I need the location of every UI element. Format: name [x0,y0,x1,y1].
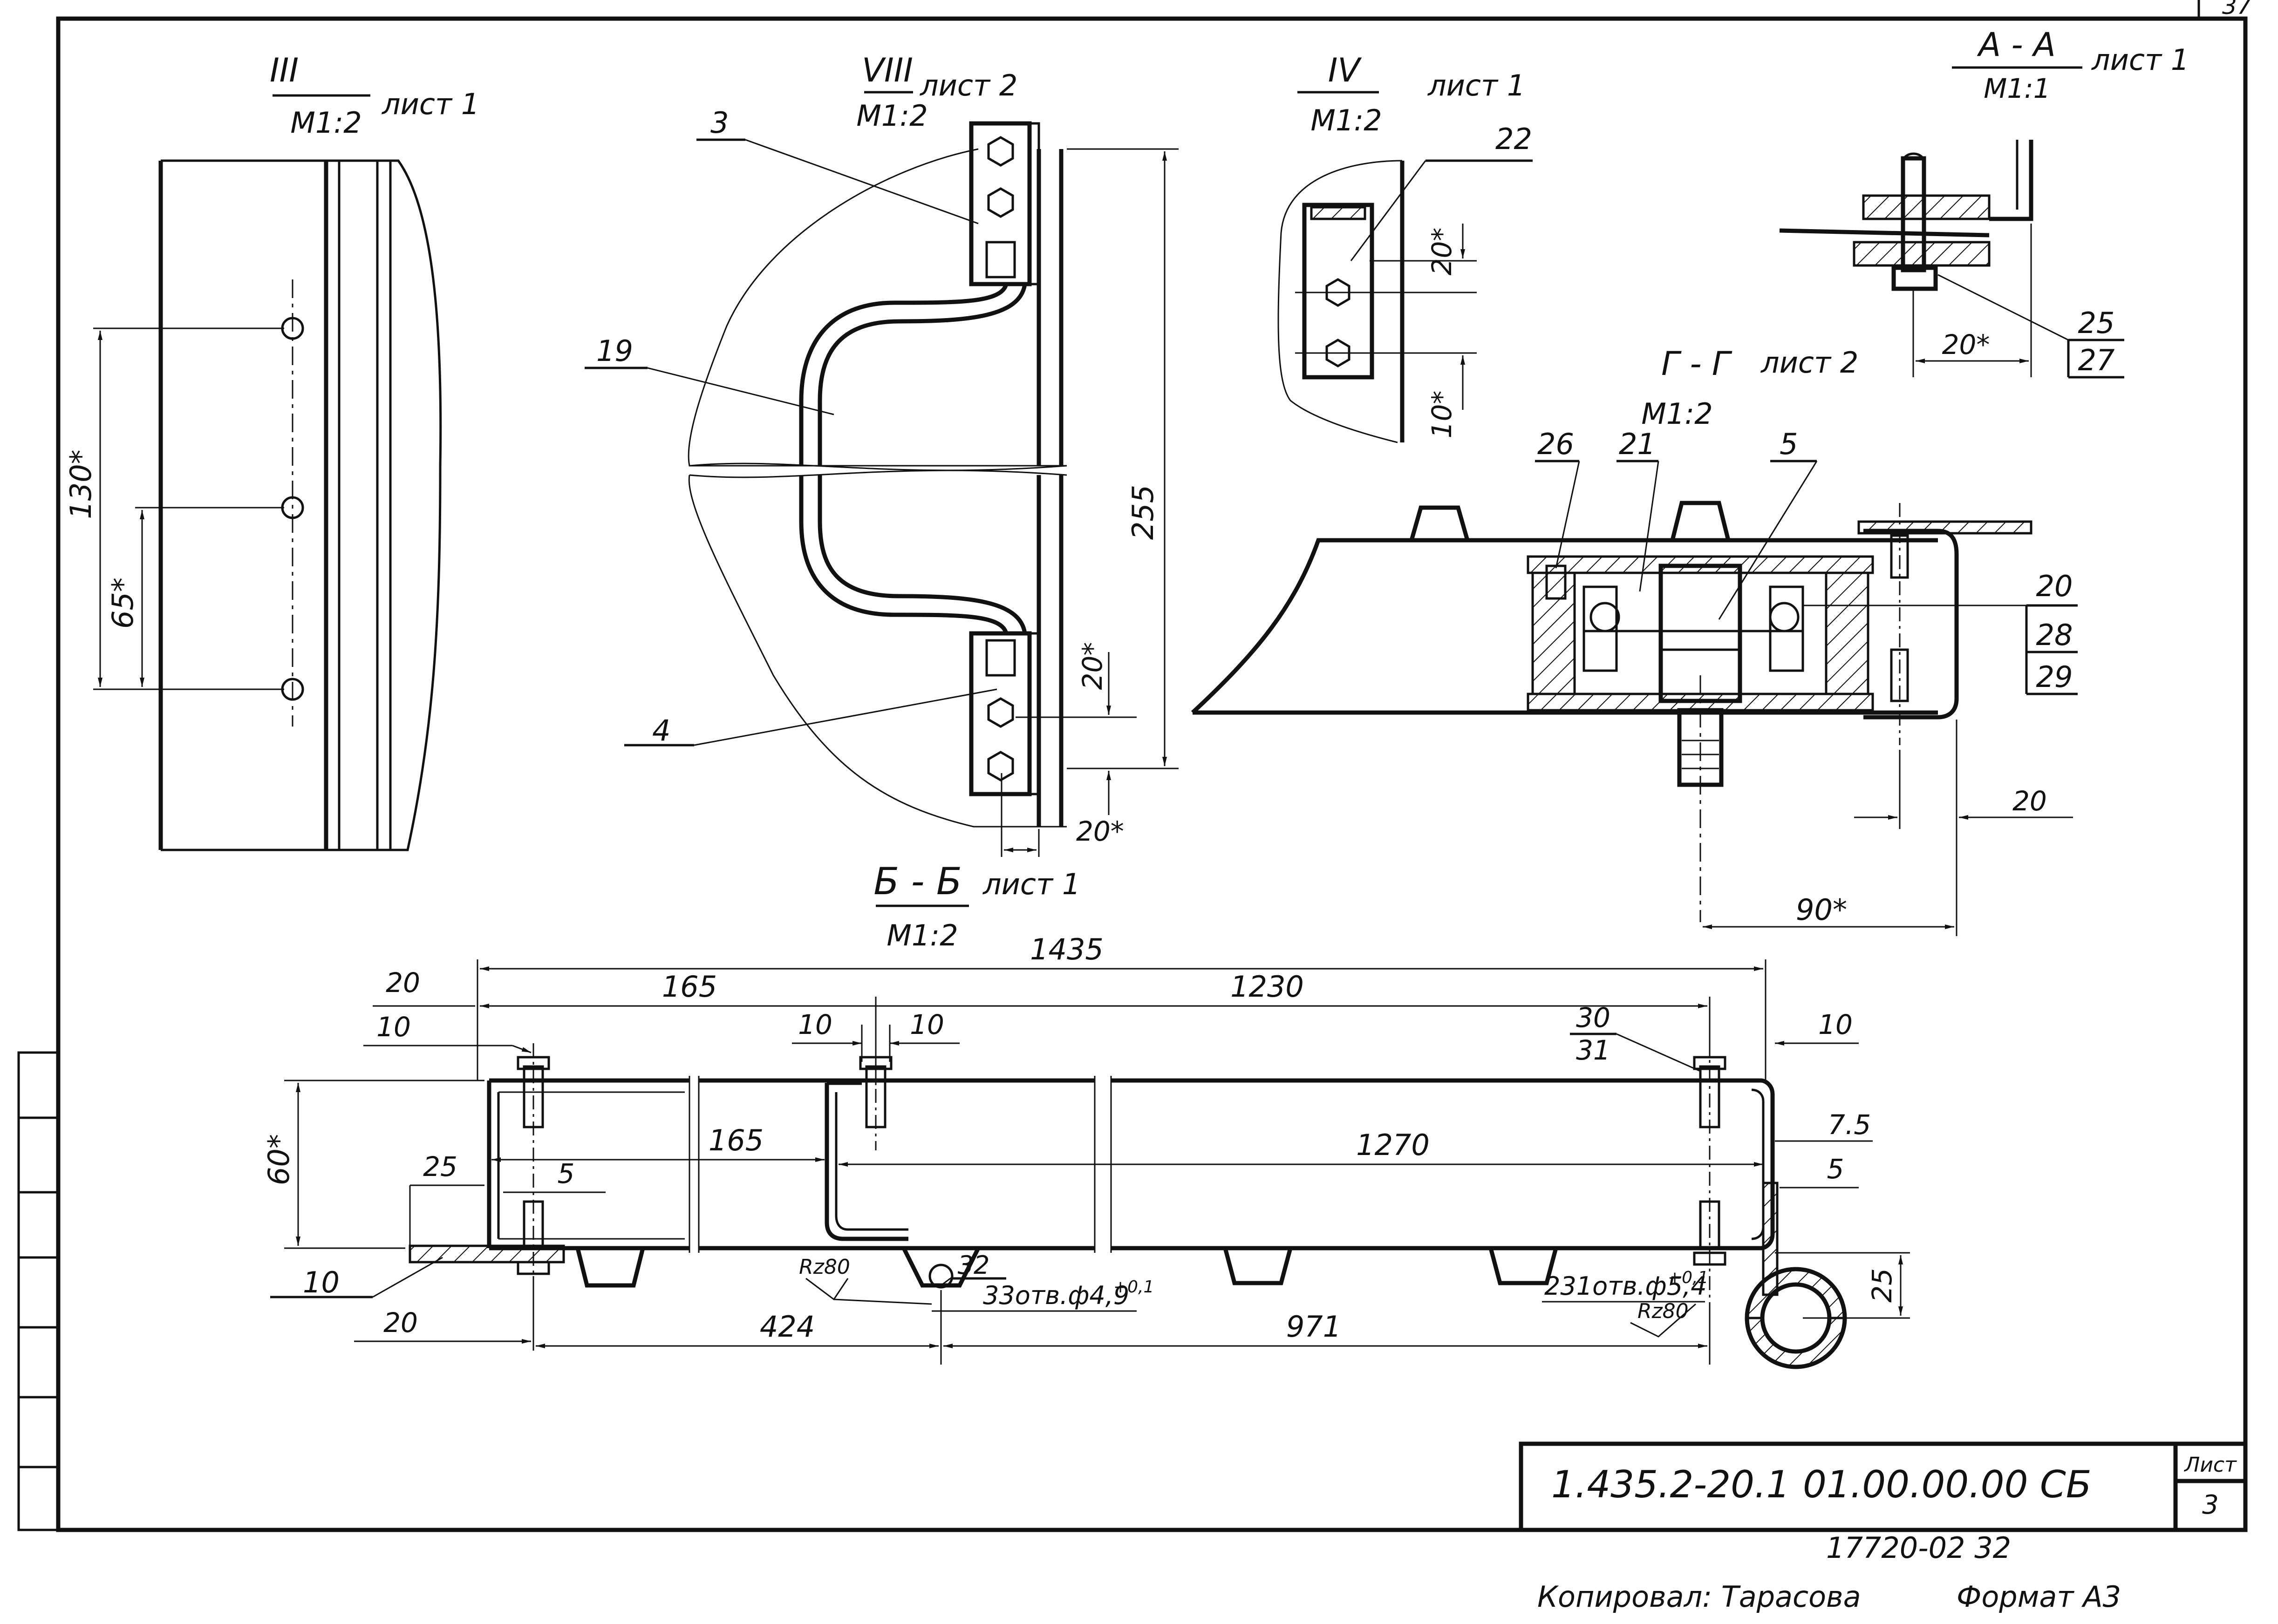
dim-III-65: 65* [106,578,140,629]
dim-VIII-20a: 20* [1077,642,1108,690]
view-IV-sheet: лист 1 [1427,68,1525,102]
view-IV-title: IV [1328,51,1362,89]
dim-7-5: 7.5 [1828,1109,1871,1141]
view-BB-sheet: лист 1 [982,867,1080,901]
dim-60: 60* [262,1134,296,1185]
title-sheet-label: Лист [2183,1453,2237,1477]
dim-5-left: 5 [558,1158,575,1189]
dim-165-top: 165 [662,970,717,1004]
callout-27: 27 [2078,343,2115,377]
title-sheet-number: 3 [2202,1490,2219,1520]
hole-note-right-tol: +0,1 [1668,1268,1708,1287]
dim-20-top: 20 [386,967,420,999]
dim-GG-20: 20 [2012,785,2047,817]
view-III: III M1:2 лист 1 130* 65* [64,51,479,851]
dim-IV-20: 20* [1426,228,1458,276]
callout-19: 19 [596,334,633,368]
main-section-view: 1435 165 1230 20 10 10 10 10 30 31 60* 2… [262,932,1910,1369]
view-III-scale: M1:2 [290,106,361,140]
section-GG: Г - Г лист 2 M1:2 26 [1191,345,2078,936]
callout-30: 30 [1576,1002,1610,1033]
callout-31: 31 [1576,1034,1610,1066]
view-VIII-scale: M1:2 [856,99,928,133]
callout-25: 25 [2078,306,2115,340]
callout-21: 21 [1619,427,1656,461]
dim-165-mid: 165 [709,1123,764,1157]
dim-10-right: 10 [1818,1009,1853,1040]
callout-3: 3 [710,106,729,140]
section-AA: А - А M1:1 лист 1 20* 25 27 [1779,26,2189,379]
dim-25-left: 25 [423,1151,457,1182]
sheet-frame: 37 [17,0,2252,1532]
view-BB-label: Б - Б лист 1 M1:2 [873,860,1080,952]
view-III-sheet: лист 1 [382,87,479,121]
callout-10: 10 [303,1265,340,1299]
dim-1435: 1435 [1030,932,1104,966]
view-IV: IV M1:2 лист 1 20* 10* 22 [1277,51,1533,443]
view-III-title: III [270,51,299,89]
view-BB-scale: M1:2 [887,918,958,952]
dim-20-bottom: 20 [383,1307,418,1339]
dim-VIII-20b: 20* [1076,815,1124,847]
dim-10-left: 10 [376,1011,411,1043]
dim-971: 971 [1286,1310,1341,1344]
title-code: 01.00.00.00 СБ [1803,1463,2092,1506]
section-AA-sheet: лист 1 [2091,43,2189,77]
dim-10-mid-b: 10 [910,1009,944,1040]
dim-424: 424 [760,1310,815,1344]
dim-1230: 1230 [1230,970,1304,1004]
dim-IV-10: 10* [1426,391,1458,439]
rz-right: Rz80 [1637,1299,1689,1323]
callout-28: 28 [2036,618,2073,652]
corner-mark: 37 [2222,0,2252,20]
section-GG-sheet: лист 2 [1760,346,1858,380]
title-designation: 1.435.2-20.1 [1551,1463,1790,1506]
rz-left: Rz80 [799,1255,850,1279]
callout-32: 32 [958,1250,990,1280]
section-GG-scale: M1:2 [1641,397,1712,431]
section-GG-title: Г - Г [1661,345,1732,383]
view-VIII-sheet: лист 2 [920,68,1017,102]
section-AA-title: А - А [1977,26,2056,64]
callout-22: 22 [1495,122,1532,156]
dim-1270: 1270 [1356,1128,1430,1162]
callout-4: 4 [652,713,670,747]
hole-note-left: 33отв.ф4,9 [983,1281,1129,1310]
callout-5: 5 [1780,427,1798,461]
title-block: 1.435.2-20.1 01.00.00.00 СБ Лист 3 17720… [1519,1441,2248,1614]
view-VIII-title: VIII [862,51,913,89]
hole-note-right: 231отв.ф5,4 [1544,1271,1707,1301]
hole-note-left-tol: +0,1 [1113,1277,1154,1297]
view-BB-title: Б - Б [873,860,962,903]
view-VIII: VIII M1:2 лист 2 3 [585,51,1179,857]
dim-III-130: 130* [64,449,98,519]
dim-25-right: 25 [1866,1268,1898,1303]
section-AA-scale: M1:1 [1984,73,2050,104]
view-IV-scale: M1:2 [1310,103,1382,137]
callout-29: 29 [2036,660,2073,694]
dim-GG-90: 90* [1796,893,1847,927]
title-inventory: 17720-02 32 [1826,1531,2011,1565]
dim-AA-20: 20* [1942,329,1990,360]
title-copied-by: Копировал: Тарасова [1537,1580,1861,1614]
dim-VIII-255: 255 [1126,485,1160,540]
callout-20: 20 [2036,569,2073,603]
dim-5-right: 5 [1827,1153,1844,1185]
title-format: Формат А3 [1957,1580,2121,1614]
callout-26: 26 [1537,427,1574,461]
dim-10-mid-a: 10 [798,1009,832,1040]
